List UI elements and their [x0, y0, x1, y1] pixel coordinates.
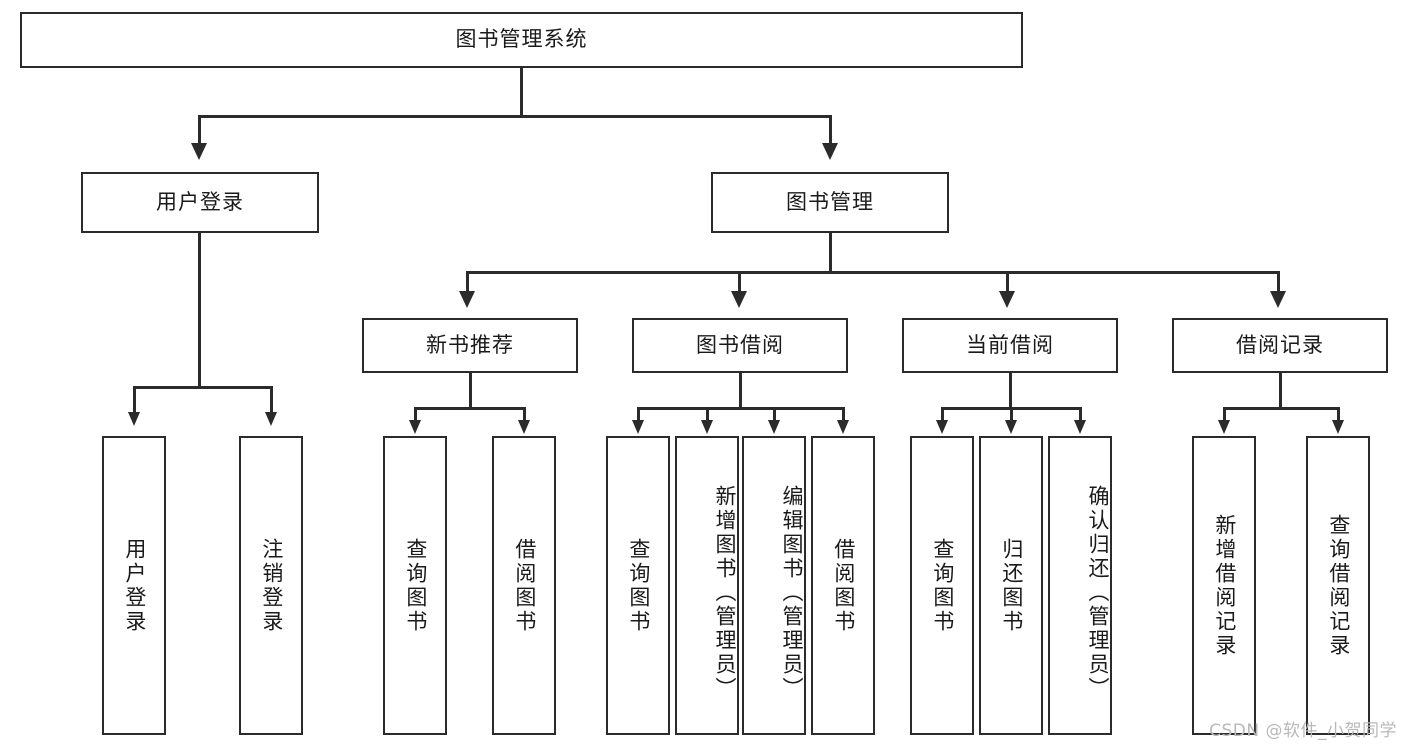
node-label: 图书管理: [786, 189, 874, 214]
arrowhead-new-book-leaf-2: [518, 420, 530, 434]
node-label: 图书管理系统: [455, 27, 588, 52]
connector-borrow-records-bus: [1223, 407, 1339, 410]
node-label: 用户登录: [122, 537, 147, 634]
arrowhead-cb-leaf-2: [1005, 420, 1017, 434]
connector-new-book-drop-2: [523, 407, 526, 421]
arrowhead-bm-to-borrow-records: [1270, 291, 1286, 308]
connector-bm-drop-current-borrow: [1006, 271, 1009, 293]
connector-current-borrow-stem: [1009, 373, 1012, 409]
connector-bb-drop-3: [773, 407, 776, 421]
connector-root-to-user-login: [198, 115, 201, 145]
node-label: 归还图书: [999, 537, 1024, 634]
connector-bb-drop-4: [842, 407, 845, 421]
leaf-current-borrow-query-books[interactable]: 查询图书: [910, 436, 974, 735]
node-new-book-recommend[interactable]: 新书推荐: [362, 318, 578, 373]
connector-new-book-bus: [414, 407, 525, 410]
arrowhead-bb-leaf-2: [701, 420, 713, 434]
arrowhead-bb-leaf-3: [768, 420, 780, 434]
connector-bm-drop-new-book: [466, 271, 469, 293]
connector-user-login-bus: [133, 386, 271, 389]
arrowhead-bm-to-book-borrow: [731, 291, 747, 308]
connector-new-book-stem: [469, 373, 472, 409]
leaf-book-borrow-edit-book-admin[interactable]: 编辑图书（管理员）: [742, 436, 806, 735]
node-label: 借阅图书: [831, 537, 856, 634]
connector-bm-drop-book-borrow: [738, 271, 741, 293]
node-label: 注销登录: [259, 537, 284, 634]
connector-new-book-drop-1: [414, 407, 417, 421]
leaf-borrow-records-add-record[interactable]: 新增借阅记录: [1192, 436, 1256, 735]
connector-user-login-drop-1: [133, 386, 136, 414]
arrowhead-root-to-user-login: [191, 143, 207, 160]
arrowhead-bm-to-current-borrow: [999, 291, 1015, 308]
connector-book-borrow-stem: [739, 373, 742, 409]
node-label: 查询图书: [930, 537, 955, 634]
node-user-login[interactable]: 用户登录: [81, 172, 319, 233]
leaf-current-borrow-confirm-return-admin[interactable]: 确认归还（管理员）: [1048, 436, 1112, 735]
leaf-new-book-borrow-books[interactable]: 借阅图书: [492, 436, 556, 735]
arrowhead-bb-leaf-4: [837, 420, 849, 434]
arrowhead-cb-leaf-1: [936, 420, 948, 434]
connector-root-bus: [198, 115, 832, 118]
node-label: 新增图书（管理员）: [713, 484, 737, 701]
node-label: 图书借阅: [696, 332, 784, 357]
node-root-book-management-system[interactable]: 图书管理系统: [20, 12, 1023, 68]
node-label: 新增借阅记录: [1212, 513, 1237, 658]
node-current-borrow[interactable]: 当前借阅: [902, 318, 1118, 373]
arrowhead-bm-to-new-book: [459, 291, 475, 308]
arrowhead-br-leaf-1: [1218, 420, 1230, 434]
leaf-book-borrow-query-books[interactable]: 查询图书: [606, 436, 670, 735]
connector-br-drop-1: [1223, 407, 1226, 421]
leaf-user-login-logout[interactable]: 注销登录: [239, 436, 303, 735]
node-borrow-records[interactable]: 借阅记录: [1172, 318, 1388, 373]
arrowhead-user-login-leaf-1: [128, 412, 140, 426]
watermark-text: CSDN @软件_小贺同学: [1209, 721, 1397, 741]
node-label: 借阅图书: [512, 537, 537, 634]
node-book-borrow[interactable]: 图书借阅: [632, 318, 848, 373]
connector-cb-drop-2: [1010, 407, 1013, 421]
node-label: 新书推荐: [426, 332, 514, 357]
connector-cb-drop-3: [1079, 407, 1082, 421]
arrowhead-br-leaf-2: [1332, 420, 1344, 434]
node-label: 确认归还（管理员）: [1086, 484, 1110, 701]
connector-book-management-bus: [466, 271, 1280, 274]
arrowhead-new-book-leaf-1: [409, 420, 421, 434]
connector-root-stem: [520, 68, 523, 115]
arrowhead-root-to-book-management: [822, 143, 838, 160]
connector-borrow-records-stem: [1279, 373, 1282, 409]
arrowhead-user-login-leaf-2: [265, 412, 277, 426]
connector-br-drop-2: [1337, 407, 1340, 421]
connector-root-to-book-management: [829, 115, 832, 145]
node-label: 当前借阅: [966, 332, 1054, 357]
leaf-current-borrow-return-books[interactable]: 归还图书: [979, 436, 1043, 735]
leaf-borrow-records-query-record[interactable]: 查询借阅记录: [1306, 436, 1370, 735]
connector-bm-drop-borrow-records: [1277, 271, 1280, 293]
leaf-book-borrow-borrow-books[interactable]: 借阅图书: [811, 436, 875, 735]
connector-book-borrow-bus: [637, 407, 844, 410]
node-label: 借阅记录: [1236, 332, 1324, 357]
leaf-book-borrow-add-book-admin[interactable]: 新增图书（管理员）: [675, 436, 739, 735]
arrowhead-cb-leaf-3: [1074, 420, 1086, 434]
leaf-user-login-login[interactable]: 用户登录: [102, 436, 166, 735]
node-book-management[interactable]: 图书管理: [711, 172, 949, 233]
connector-user-login-drop-2: [270, 386, 273, 414]
node-label: 查询图书: [403, 537, 428, 634]
connector-bb-drop-1: [637, 407, 640, 421]
node-label: 用户登录: [156, 189, 244, 214]
leaf-new-book-query-books[interactable]: 查询图书: [383, 436, 447, 735]
node-label: 查询借阅记录: [1326, 513, 1351, 658]
connector-user-login-stem: [198, 233, 201, 388]
connector-cb-drop-1: [941, 407, 944, 421]
node-label: 编辑图书（管理员）: [780, 484, 804, 701]
node-label: 查询图书: [626, 537, 651, 634]
connector-bb-drop-2: [706, 407, 709, 421]
arrowhead-bb-leaf-1: [632, 420, 644, 434]
connector-book-management-stem: [829, 233, 832, 273]
